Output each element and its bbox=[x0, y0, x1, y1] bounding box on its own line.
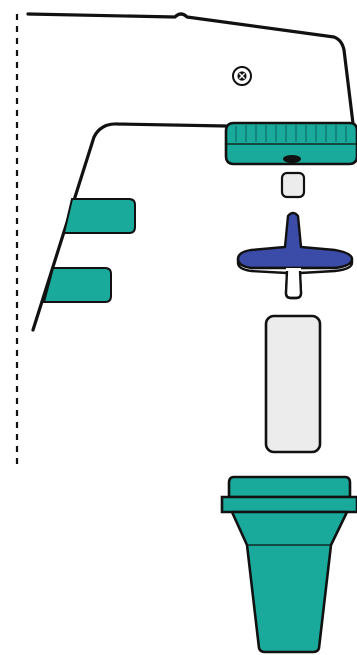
white-filter-cylinder bbox=[264, 314, 322, 454]
tip-ejector-tabs bbox=[42, 198, 136, 303]
blue-seal-piece bbox=[236, 211, 354, 300]
upper-tab bbox=[62, 198, 136, 234]
pipette-body-outline bbox=[26, 12, 357, 332]
teal-cap bbox=[224, 121, 357, 166]
cap-center-hole bbox=[283, 155, 301, 163]
lower-tab bbox=[42, 267, 112, 303]
close-circle-icon bbox=[232, 66, 252, 86]
teal-base-nozzle bbox=[220, 475, 357, 654]
small-o-ring bbox=[280, 171, 306, 199]
